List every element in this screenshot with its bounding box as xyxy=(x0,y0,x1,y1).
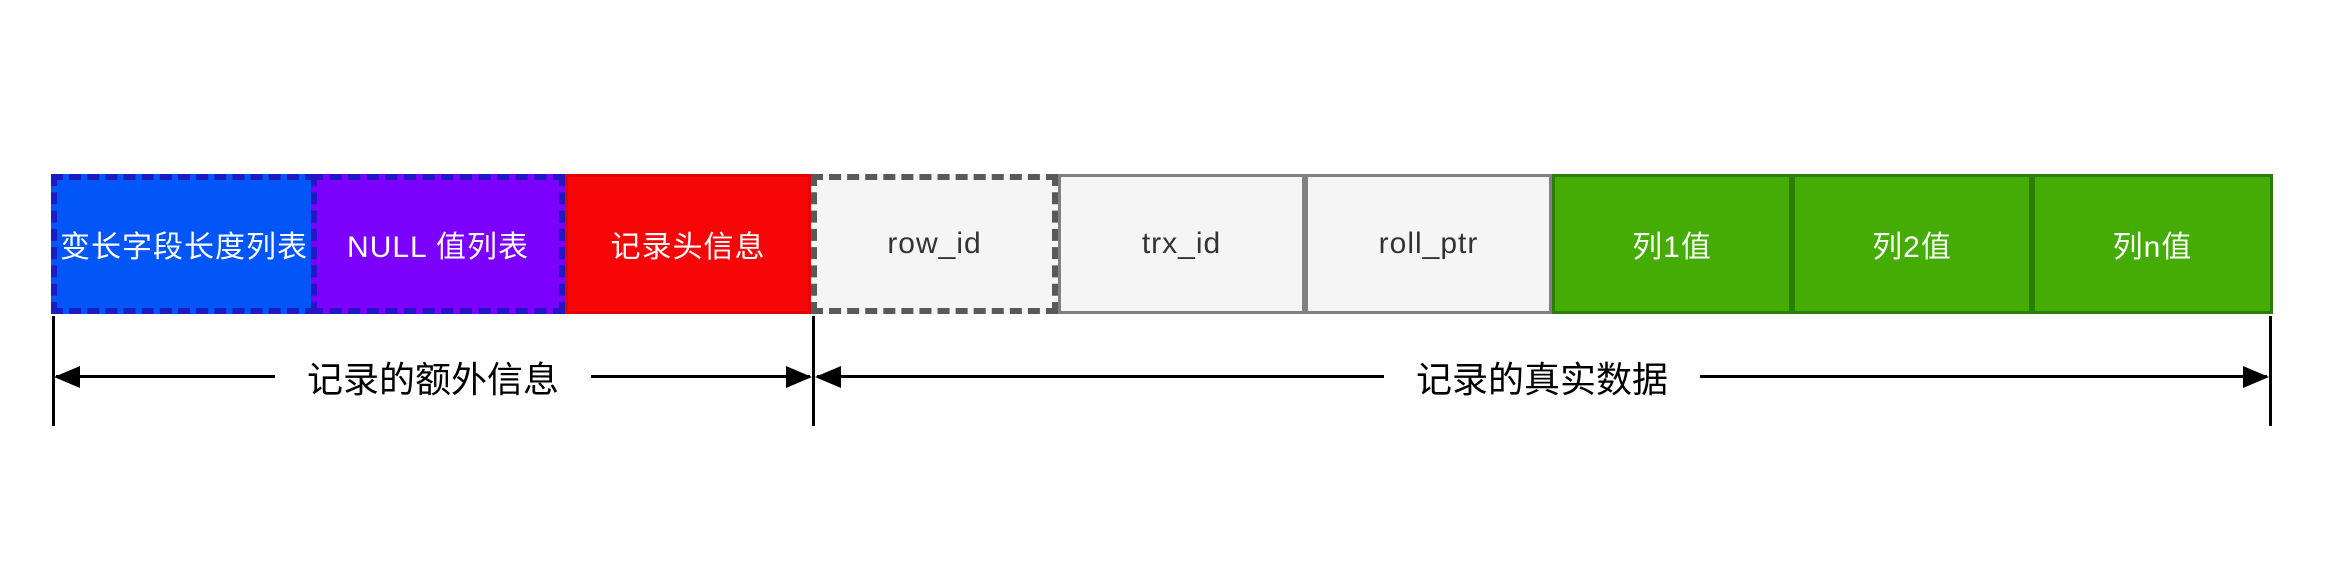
arrowhead-right-icon xyxy=(2243,366,2269,388)
box-label: 变长字段长度列表 xyxy=(60,231,308,264)
box-column-2-value: 列2值 xyxy=(1792,174,2032,314)
box-label: 列n值 xyxy=(2112,231,2193,264)
box-row-id: row_id xyxy=(811,174,1058,314)
box-null-value-list: NULL 值列表 xyxy=(311,174,565,314)
box-variable-length-field-list: 变长字段长度列表 xyxy=(51,174,317,314)
span-extra-info: 记录的额外信息 xyxy=(54,351,812,403)
boundary-line-right xyxy=(2269,316,2272,426)
boundary-line-middle xyxy=(812,316,815,426)
span-extra-info-label: 记录的额外信息 xyxy=(274,351,591,403)
box-trx-id: trx_id xyxy=(1058,174,1305,314)
box-label: NULL 值列表 xyxy=(347,231,529,264)
box-column-1-value: 列1值 xyxy=(1552,174,1792,314)
arrowhead-right-icon xyxy=(786,366,812,388)
box-label: row_id xyxy=(887,227,982,260)
box-roll-ptr: roll_ptr xyxy=(1305,174,1552,314)
box-label: roll_ptr xyxy=(1378,227,1479,260)
box-record-header-info: 记录头信息 xyxy=(565,174,811,314)
span-real-data-label: 记录的真实数据 xyxy=(1383,351,1700,403)
box-column-n-value: 列n值 xyxy=(2032,174,2273,314)
arrowhead-left-icon xyxy=(54,366,80,388)
box-label: trx_id xyxy=(1141,227,1222,260)
span-real-data: 记录的真实数据 xyxy=(815,351,2269,403)
boundary-line-left xyxy=(52,316,55,426)
box-label: 列2值 xyxy=(1872,231,1952,264)
arrowhead-left-icon xyxy=(815,366,841,388)
box-label: 列1值 xyxy=(1632,231,1712,264)
box-label: 记录头信息 xyxy=(610,231,766,264)
